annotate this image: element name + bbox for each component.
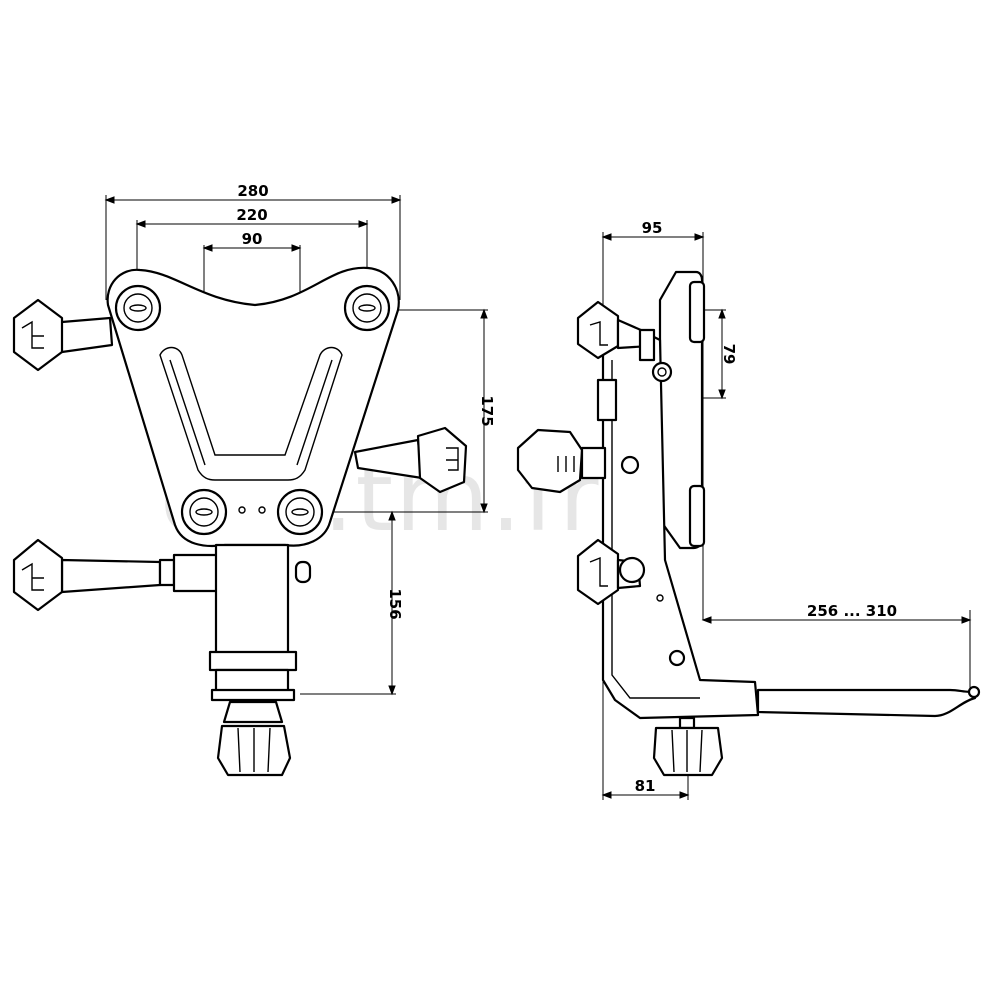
dimension-line-95 <box>601 233 705 241</box>
dim-label-95: 95 <box>642 219 663 237</box>
dimension-line-156 <box>388 510 396 696</box>
plate-inner-rib <box>159 346 343 481</box>
mounting-hole-top-right <box>343 284 391 332</box>
adjustment-knob-bottom-left <box>12 538 220 612</box>
seat-plate <box>106 266 400 548</box>
dim-label-90: 90 <box>242 230 263 248</box>
gas-lift-column <box>208 543 312 777</box>
adjustment-knob-right <box>353 426 468 494</box>
dim-label-range: 256 ... 310 <box>807 602 897 620</box>
front-view: 280 220 90 175 156 <box>12 182 496 777</box>
dimension-line-220 <box>135 220 369 228</box>
dim-label-280: 280 <box>237 182 268 200</box>
dimension-line-175 <box>480 308 488 514</box>
side-knob-bottom <box>576 538 646 606</box>
side-knob-middle <box>516 428 607 494</box>
dim-label-81: 81 <box>635 777 656 795</box>
adjustment-knob-top-left <box>12 298 114 372</box>
dimension-line-280 <box>104 196 402 204</box>
side-knob-top <box>576 300 656 362</box>
dim-label-220: 220 <box>236 206 267 224</box>
dim-label-156: 156 <box>386 588 404 619</box>
mounting-hole-bottom-right <box>276 488 324 536</box>
dimension-line-79 <box>718 308 726 400</box>
dim-label-79: 79 <box>720 344 738 365</box>
side-foot-knob <box>652 716 724 777</box>
dimension-line-range <box>701 616 972 624</box>
dimension-line-90 <box>202 244 302 252</box>
tilt-lever-bar <box>756 685 981 718</box>
dimension-line-81 <box>601 791 690 799</box>
mounting-hole-top-left <box>114 284 162 332</box>
mounting-hole-bottom-left <box>180 488 228 536</box>
dim-label-175: 175 <box>478 395 496 426</box>
side-view: 95 79 256 ... 310 81 <box>516 219 981 800</box>
